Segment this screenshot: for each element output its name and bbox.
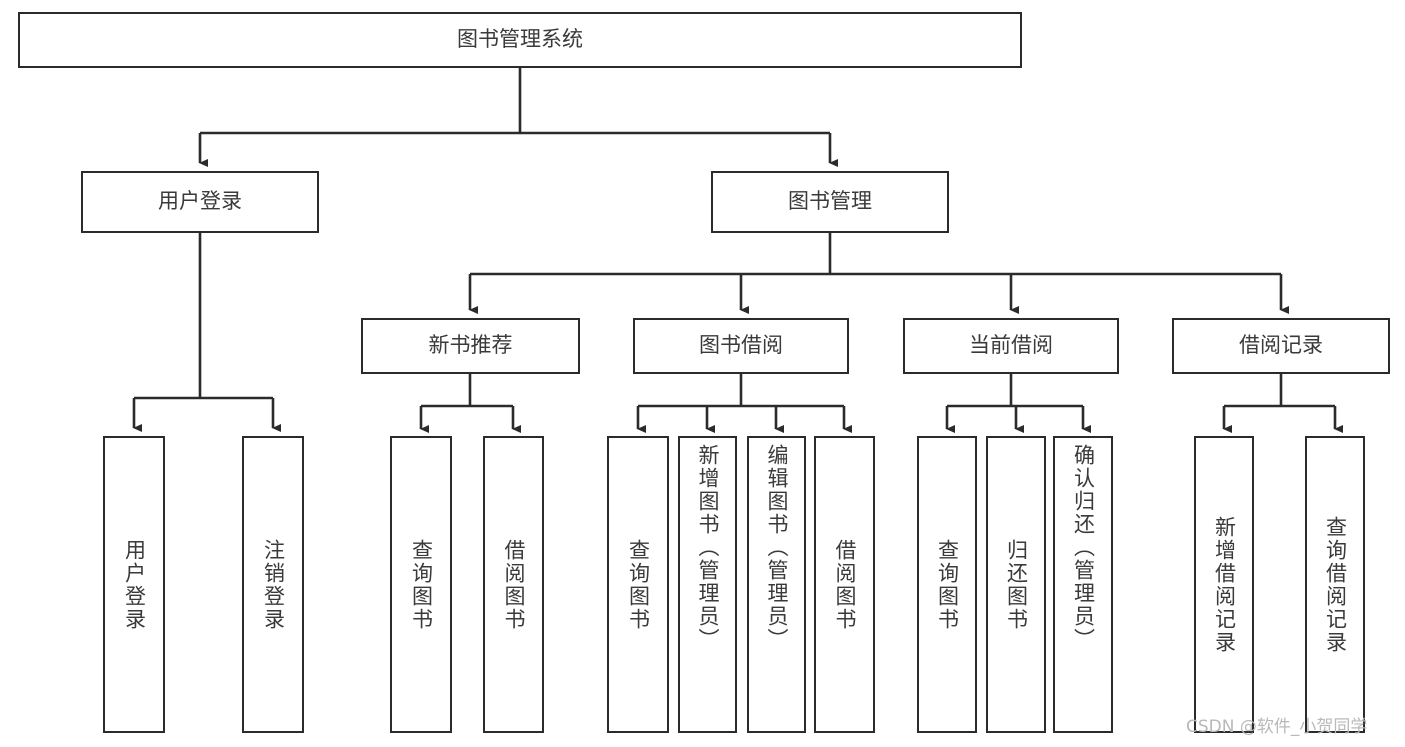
node-new-book-recommend[interactable]: 新书推荐: [361, 318, 580, 374]
node-user-login[interactable]: 用户登录: [81, 171, 319, 233]
node-label: 新增图书（管理员）: [696, 444, 720, 651]
node-label: 借阅记录: [1239, 333, 1323, 358]
node-leaf-logout-login[interactable]: 注销登录: [242, 436, 304, 733]
node-label: 用户登录: [158, 189, 242, 214]
node-book-manage[interactable]: 图书管理: [711, 171, 949, 233]
node-leaf-query-book-current[interactable]: 查询图书: [917, 436, 977, 733]
node-leaf-borrow-book[interactable]: 借阅图书: [814, 436, 875, 733]
node-label: 查询图书: [935, 538, 960, 631]
node-leaf-confirm-return[interactable]: 确认归还（管理员）: [1053, 436, 1113, 733]
node-label: 用户登录: [122, 538, 147, 631]
node-book-borrow[interactable]: 图书借阅: [633, 318, 849, 374]
node-label: 归还图书: [1004, 538, 1029, 631]
node-borrow-record[interactable]: 借阅记录: [1172, 318, 1390, 374]
node-label: 新书推荐: [428, 333, 513, 358]
node-leaf-user-login[interactable]: 用户登录: [103, 436, 165, 733]
node-label: 图书借阅: [699, 333, 783, 358]
node-label: 图书管理系统: [457, 27, 583, 52]
node-label: 新增借阅记录: [1212, 515, 1237, 654]
node-label: 注销登录: [261, 538, 286, 631]
node-root-system[interactable]: 图书管理系统: [18, 12, 1022, 68]
node-leaf-query-borrow-record[interactable]: 查询借阅记录: [1305, 436, 1365, 733]
node-label: 编辑图书（管理员）: [765, 444, 789, 651]
node-leaf-query-book-recommend[interactable]: 查询图书: [390, 436, 452, 733]
node-label: 图书管理: [788, 189, 872, 214]
node-label: 当前借阅: [969, 333, 1053, 358]
node-leaf-add-borrow-record[interactable]: 新增借阅记录: [1194, 436, 1254, 733]
node-leaf-add-book[interactable]: 新增图书（管理员）: [678, 436, 737, 733]
node-current-borrow[interactable]: 当前借阅: [903, 318, 1119, 374]
node-label: 借阅图书: [833, 538, 857, 631]
node-label: 确认归还（管理员）: [1071, 444, 1096, 651]
node-leaf-query-book-borrow[interactable]: 查询图书: [607, 436, 669, 733]
node-leaf-edit-book[interactable]: 编辑图书（管理员）: [747, 436, 806, 733]
node-label: 查询图书: [409, 538, 434, 631]
node-label: 借阅图书: [502, 538, 526, 631]
node-leaf-borrow-book-recommend[interactable]: 借阅图书: [483, 436, 544, 733]
watermark-text: CSDN @软件_小贺同学: [1186, 717, 1368, 737]
node-label: 查询图书: [626, 538, 651, 631]
node-label: 查询借阅记录: [1323, 515, 1348, 654]
node-leaf-return-book[interactable]: 归还图书: [986, 436, 1046, 733]
